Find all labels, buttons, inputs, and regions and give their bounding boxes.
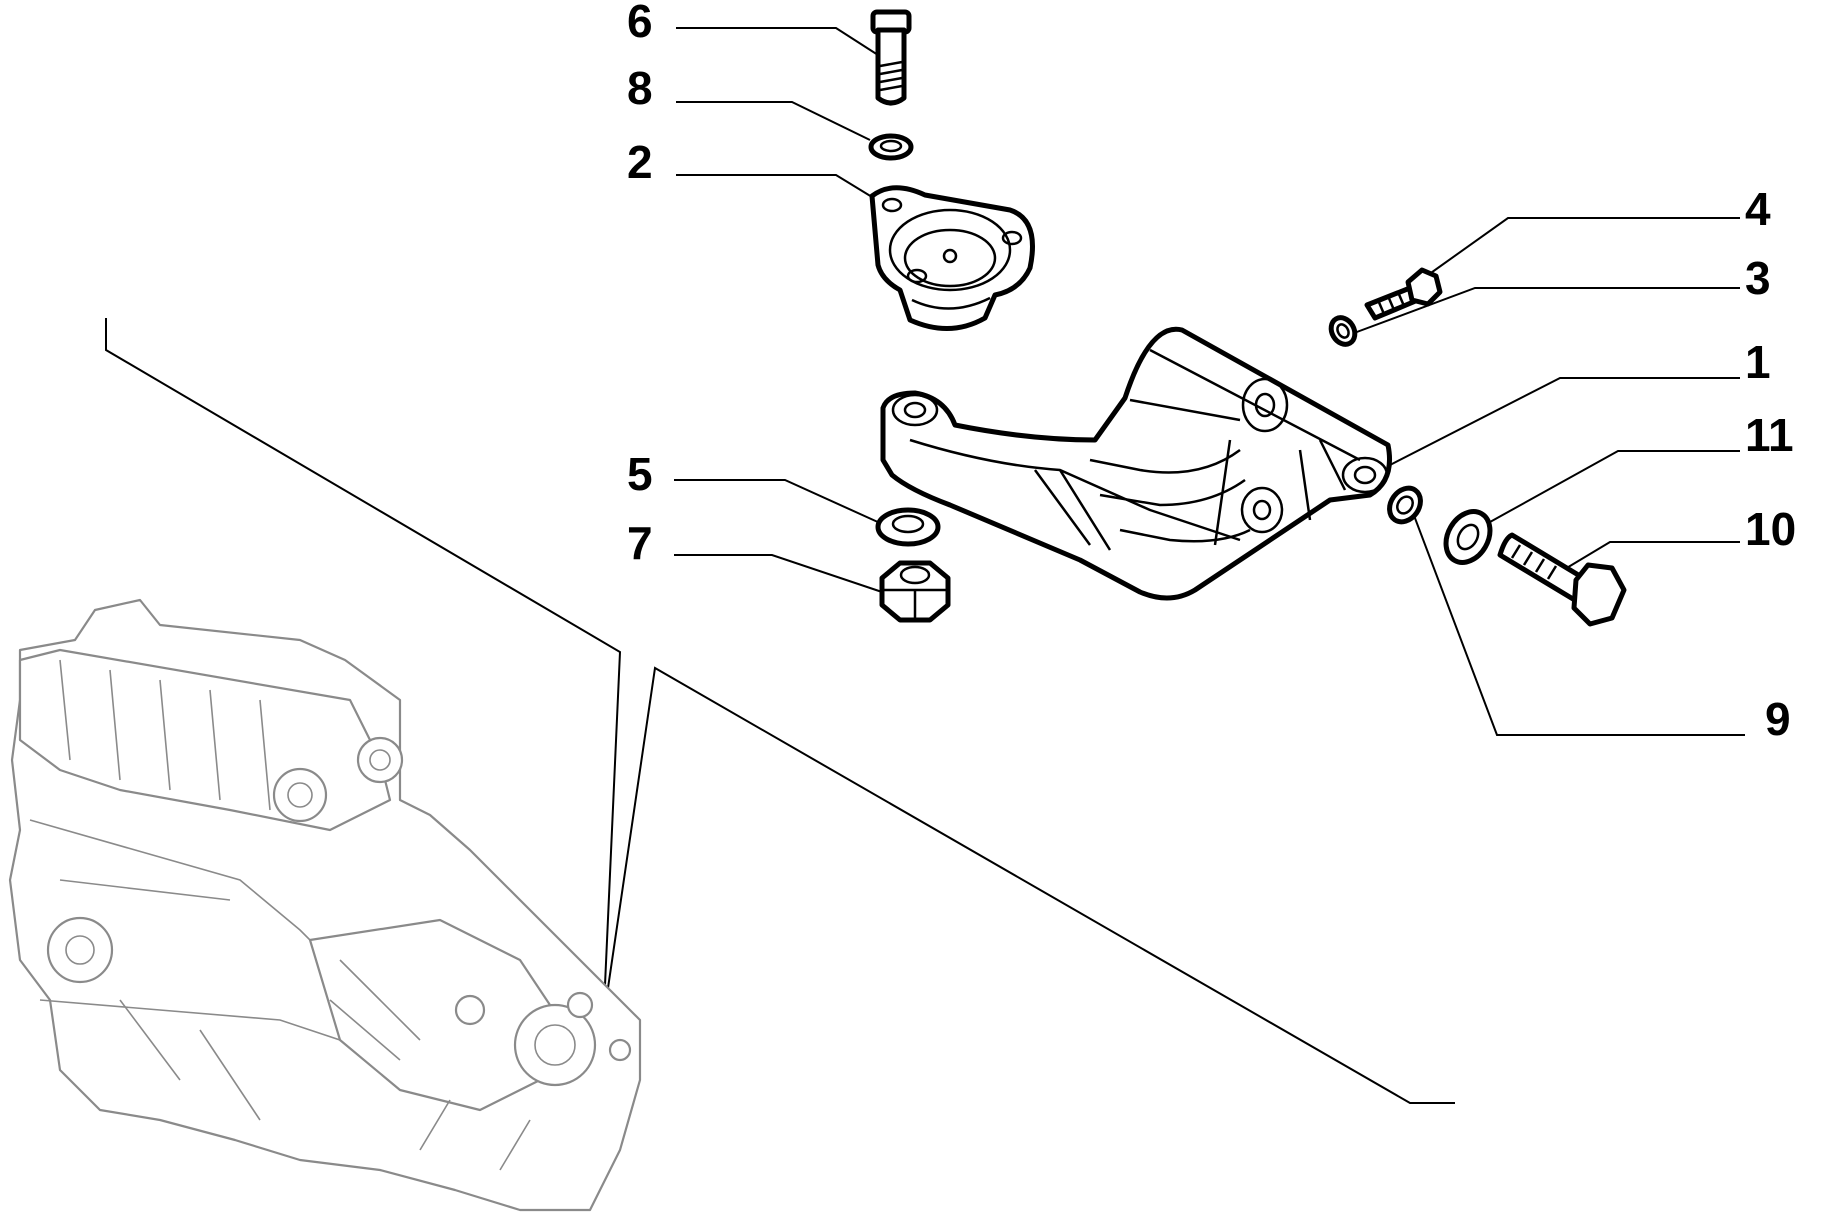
callout-label-5: 5 <box>627 448 653 500</box>
callout-9[interactable]: 9 <box>1406 496 1791 745</box>
callout-label-2: 2 <box>627 136 653 188</box>
callout-7[interactable]: 7 <box>627 517 883 593</box>
engine-mount-2[interactable] <box>869 185 1035 331</box>
leader-line-10 <box>1554 541 1740 576</box>
callout-10[interactable]: 10 <box>1554 503 1796 576</box>
engine-assembly <box>8 598 642 1212</box>
callout-6[interactable]: 6 <box>627 0 879 56</box>
bolt-6[interactable] <box>870 9 912 106</box>
callout-label-1: 1 <box>1745 336 1771 388</box>
callout-label-8: 8 <box>627 62 653 114</box>
washer-11[interactable] <box>1437 504 1499 571</box>
callout-2[interactable]: 2 <box>627 136 873 198</box>
callout-label-11: 11 <box>1745 409 1794 461</box>
bolt-10[interactable] <box>1497 532 1627 627</box>
callout-label-10: 10 <box>1745 503 1796 555</box>
leader-line-9 <box>1406 496 1745 736</box>
leader-line-1 <box>1389 377 1740 466</box>
bracket-1[interactable] <box>880 326 1392 601</box>
washer-5[interactable] <box>875 507 941 547</box>
leader-line-11 <box>1489 450 1740 523</box>
callout-4[interactable]: 4 <box>1427 183 1771 276</box>
washer-8[interactable] <box>868 133 914 161</box>
leader-line-6 <box>676 27 879 56</box>
callout-3[interactable]: 3 <box>1345 252 1771 337</box>
spacer-9[interactable] <box>1383 482 1427 528</box>
leader-line-3 <box>1345 287 1740 337</box>
leader-line-7 <box>674 554 883 593</box>
callout-label-9: 9 <box>1765 693 1791 745</box>
engine-reference-lines <box>105 318 1455 1104</box>
callout-label-4: 4 <box>1745 183 1771 235</box>
callout-11[interactable]: 11 <box>1489 409 1794 523</box>
leader-line-5 <box>674 479 881 524</box>
bolt-4[interactable] <box>1364 267 1443 321</box>
callout-label-7: 7 <box>627 517 653 569</box>
leader-line-8 <box>676 101 871 141</box>
callout-1[interactable]: 1 <box>1389 336 1771 466</box>
leader-line-2 <box>676 174 873 198</box>
callout-5[interactable]: 5 <box>627 448 881 524</box>
leader-line-4 <box>1427 217 1740 276</box>
nut-7[interactable] <box>879 560 951 623</box>
washer-3[interactable] <box>1326 313 1359 348</box>
callout-8[interactable]: 8 <box>627 62 871 141</box>
callout-label-3: 3 <box>1745 252 1771 304</box>
callout-label-6: 6 <box>627 0 653 47</box>
